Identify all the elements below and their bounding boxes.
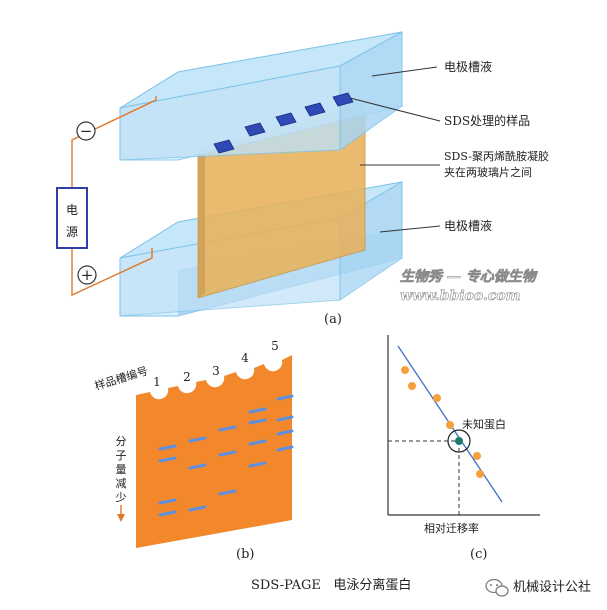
gel-label-line-2: 夹在两玻璃片之间 [444, 165, 532, 179]
lane-number-2: 2 [183, 370, 191, 384]
power-supply-box: 电 源 [56, 187, 88, 249]
plus-electrode-icon: + [77, 265, 97, 285]
sample-well-2 [244, 122, 266, 137]
svg-text:少: 少 [116, 491, 127, 504]
unknown-guides [388, 440, 460, 515]
figure-caption: SDS-PAGE 电泳分离蛋白 [251, 577, 411, 593]
credit: 机械设计公社 [485, 578, 591, 597]
power-label-char-1: 电 [66, 203, 78, 217]
sample-well-3 [275, 112, 297, 127]
svg-text:www.bbioo.com: www.bbioo.com [400, 288, 521, 304]
top-buffer-label: 电极槽液 [444, 59, 492, 74]
power-wires [71, 96, 157, 297]
panel-c: 未知蛋白 相对迁移率 (c) [387, 335, 540, 562]
sample-label: SDS处理的样品 [444, 113, 530, 128]
minus-electrode-icon: − [76, 121, 96, 141]
svg-text:+: + [81, 266, 94, 284]
size-axis-label: 分 子 量 减 少 [116, 435, 127, 504]
panel-a: − + 电 源 电极槽液 SDS处理的样品 SDS-聚丙烯酰胺凝胶 夹在两玻璃片… [56, 31, 549, 327]
lane-number-4: 4 [241, 351, 249, 365]
svg-text:−: − [80, 122, 93, 140]
sample-well-5 [332, 92, 354, 107]
sample-well-1 [213, 139, 235, 154]
gel-label-line-1: SDS-聚丙烯酰胺凝胶 [444, 149, 549, 163]
lane-number-1: 1 [153, 375, 161, 389]
svg-text:子: 子 [116, 449, 127, 462]
power-label-char-2: 源 [66, 225, 78, 239]
lane-number-5: 5 [271, 339, 279, 353]
top-buffer-tank [119, 31, 403, 161]
leader-lines [349, 66, 441, 233]
watermark: 生物秀 — 专心做生物 www.bbioo.com [400, 268, 539, 305]
sample-well-4 [304, 102, 326, 117]
lane-axis-label: 样品槽编号 [93, 363, 150, 392]
x-axis-label: 相对迁移率 [424, 521, 479, 535]
svg-text:生物秀 — 专心做生物: 生物秀 — 专心做生物 [400, 268, 539, 285]
lane-number-3: 3 [212, 364, 220, 378]
wechat-icon [485, 578, 509, 597]
protein-bands [158, 394, 294, 517]
sample-wells [213, 92, 354, 154]
calibration-points [401, 366, 484, 478]
panel-b-letter: (b) [236, 547, 254, 562]
unknown-protein-point [455, 437, 463, 445]
svg-text:减: 减 [116, 477, 127, 490]
bottom-buffer-label: 电极槽液 [444, 218, 492, 233]
svg-text:量: 量 [116, 463, 127, 476]
svg-text:分: 分 [116, 435, 127, 448]
panel-b: 样品槽编号 1 2 3 4 5 分 子 [93, 339, 294, 562]
unknown-protein-label: 未知蛋白 [462, 417, 506, 431]
unknown-protein-ring [447, 429, 471, 453]
credit-text: 机械设计公社 [513, 579, 591, 595]
size-axis-arrow [117, 505, 125, 522]
panel-c-letter: (c) [470, 547, 487, 562]
panel-a-letter: (a) [324, 312, 342, 327]
